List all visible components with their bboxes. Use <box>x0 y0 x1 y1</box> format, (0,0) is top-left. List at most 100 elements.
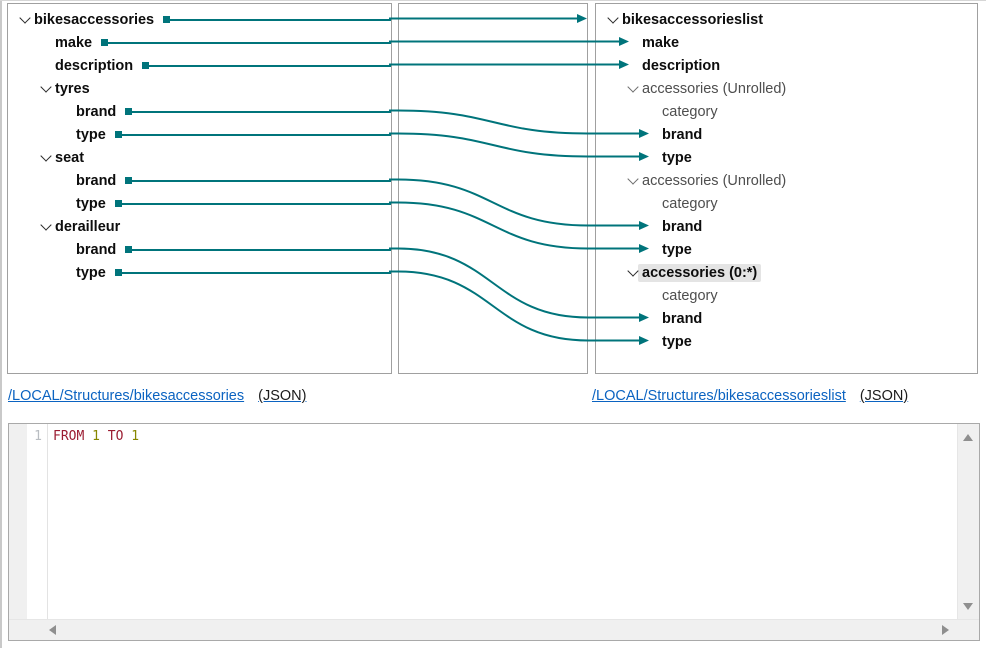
mapping-canvas-panel[interactable] <box>398 3 588 374</box>
tree-item-label: type <box>76 264 106 281</box>
chevron-down-icon[interactable] <box>627 80 639 93</box>
tree-item-make[interactable]: make <box>596 31 977 54</box>
connector-port[interactable] <box>142 62 150 69</box>
tree-item-bikesaccessories[interactable]: bikesaccessories <box>8 8 391 31</box>
tree-item-label: bikesaccessorieslist <box>622 11 764 28</box>
mapping-wire <box>108 41 391 44</box>
mapping-wire <box>149 64 391 67</box>
tree-item-label: accessories (0:*) <box>638 263 762 282</box>
query-editor[interactable]: 1 FROM 1 TO 1 <box>8 423 980 641</box>
scroll-down-icon[interactable] <box>963 603 973 610</box>
tree-item-label: type <box>76 195 106 212</box>
tree-item-label: type <box>662 241 692 258</box>
tree-item-type[interactable]: type <box>596 238 977 261</box>
tree-item-label: type <box>662 149 692 166</box>
chevron-down-icon[interactable] <box>607 11 619 24</box>
editor-code[interactable]: FROM 1 TO 1 <box>47 429 139 445</box>
tree-item-brand[interactable]: brand <box>596 123 977 146</box>
tree-item-label: tyres <box>55 80 90 97</box>
tree-item-label: category <box>662 195 718 212</box>
connector-port[interactable] <box>125 177 133 184</box>
tree-item-tyres[interactable]: tyres <box>8 77 391 100</box>
chevron-down-icon[interactable] <box>40 218 52 231</box>
mapping-wire <box>121 133 391 136</box>
tree-item-category[interactable]: category <box>596 100 977 123</box>
tree-item-label: description <box>642 57 721 74</box>
tree-item-brand[interactable]: brand <box>8 169 391 192</box>
editor-line[interactable]: 1 FROM 1 TO 1 <box>9 429 139 445</box>
tree-item-label: brand <box>76 241 117 258</box>
tree-item-category[interactable]: category <box>596 284 977 307</box>
mapping-wire <box>121 271 391 274</box>
tree-item-type[interactable]: type <box>596 146 977 169</box>
tree-item-description[interactable]: description <box>596 54 977 77</box>
chevron-down-icon[interactable] <box>40 149 52 162</box>
tree-item-label: accessories (Unrolled) <box>642 172 787 189</box>
tree-item-derailleur[interactable]: derailleur <box>8 215 391 238</box>
source-tree: bikesaccessories make description tyres bran… <box>8 4 391 373</box>
page-top-divider <box>0 0 986 1</box>
target-structure-link[interactable]: /LOCAL/Structures/bikesaccessorieslist <box>592 388 846 404</box>
code-token-number: 1 <box>131 429 140 444</box>
tree-item-label: brand <box>662 218 703 235</box>
connector-port[interactable] <box>125 246 133 253</box>
tree-item-type[interactable]: type <box>8 261 391 284</box>
tree-item-type[interactable]: type <box>8 123 391 146</box>
tree-item-label: accessories (Unrolled) <box>642 80 787 97</box>
connector-port[interactable] <box>125 108 133 115</box>
connector-port[interactable] <box>114 200 122 207</box>
tree-item-type[interactable]: type <box>596 330 977 353</box>
mapping-wire <box>132 248 391 251</box>
target-format-label: (JSON) <box>859 388 909 404</box>
tree-item-label: category <box>662 287 718 304</box>
chevron-down-icon[interactable] <box>19 11 31 24</box>
tree-item-make[interactable]: make <box>8 31 391 54</box>
scroll-left-icon[interactable] <box>49 625 56 635</box>
connector-port[interactable] <box>101 39 109 46</box>
tree-item-bikesaccessorieslist[interactable]: bikesaccessorieslist <box>596 8 977 31</box>
tree-item-brand[interactable]: brand <box>596 307 977 330</box>
tree-item-label: description <box>55 57 134 74</box>
tree-item-label: brand <box>76 172 117 189</box>
source-structure-link[interactable]: /LOCAL/Structures/bikesaccessories <box>8 388 245 404</box>
tree-item-category[interactable]: category <box>596 192 977 215</box>
tree-item-seat[interactable]: seat <box>8 146 391 169</box>
tree-item-brand[interactable]: brand <box>8 100 391 123</box>
code-token-keyword: TO <box>107 429 124 444</box>
editor-gutter <box>9 424 27 620</box>
chevron-down-icon[interactable] <box>627 172 639 185</box>
tree-item-accessories-unrolled[interactable]: accessories (Unrolled) <box>596 77 977 100</box>
tree-item-label: brand <box>662 310 703 327</box>
chevron-down-icon[interactable] <box>627 264 639 277</box>
source-format-label: (JSON) <box>258 388 307 404</box>
chevron-down-icon[interactable] <box>40 80 52 93</box>
tree-item-label: seat <box>55 149 85 166</box>
scroll-right-icon[interactable] <box>942 625 949 635</box>
tree-item-label: type <box>662 333 692 350</box>
line-number: 1 <box>34 429 42 444</box>
target-tree: bikesaccessorieslist make description acces… <box>596 4 977 373</box>
connector-port[interactable] <box>114 131 122 138</box>
vertical-scrollbar[interactable] <box>957 424 979 620</box>
tree-item-label: bikesaccessories <box>34 11 155 28</box>
page-left-divider <box>0 0 2 648</box>
tree-item-brand[interactable]: brand <box>8 238 391 261</box>
code-token-keyword: FROM <box>53 429 85 444</box>
tree-item-brand[interactable]: brand <box>596 215 977 238</box>
tree-item-accessories-unrolled[interactable]: accessories (Unrolled) <box>596 169 977 192</box>
target-tree-panel: bikesaccessorieslist make description acces… <box>595 3 978 374</box>
tree-item-label: derailleur <box>55 218 121 235</box>
tree-item-type[interactable]: type <box>8 192 391 215</box>
tree-item-label: category <box>662 103 718 120</box>
tree-item-label: brand <box>662 126 703 143</box>
source-tree-panel: bikesaccessories make description tyres bran… <box>7 3 392 374</box>
connector-port[interactable] <box>114 269 122 276</box>
mapping-wire <box>121 202 391 205</box>
tree-item-accessories-0[interactable]: accessories (0:*) <box>596 261 977 284</box>
scroll-up-icon[interactable] <box>963 434 973 441</box>
structure-links-row: /LOCAL/Structures/bikesaccessories (JSON)… <box>0 386 986 408</box>
connector-port[interactable] <box>163 16 171 23</box>
tree-item-label: make <box>55 34 93 51</box>
horizontal-scrollbar[interactable] <box>9 619 979 640</box>
tree-item-description[interactable]: description <box>8 54 391 77</box>
